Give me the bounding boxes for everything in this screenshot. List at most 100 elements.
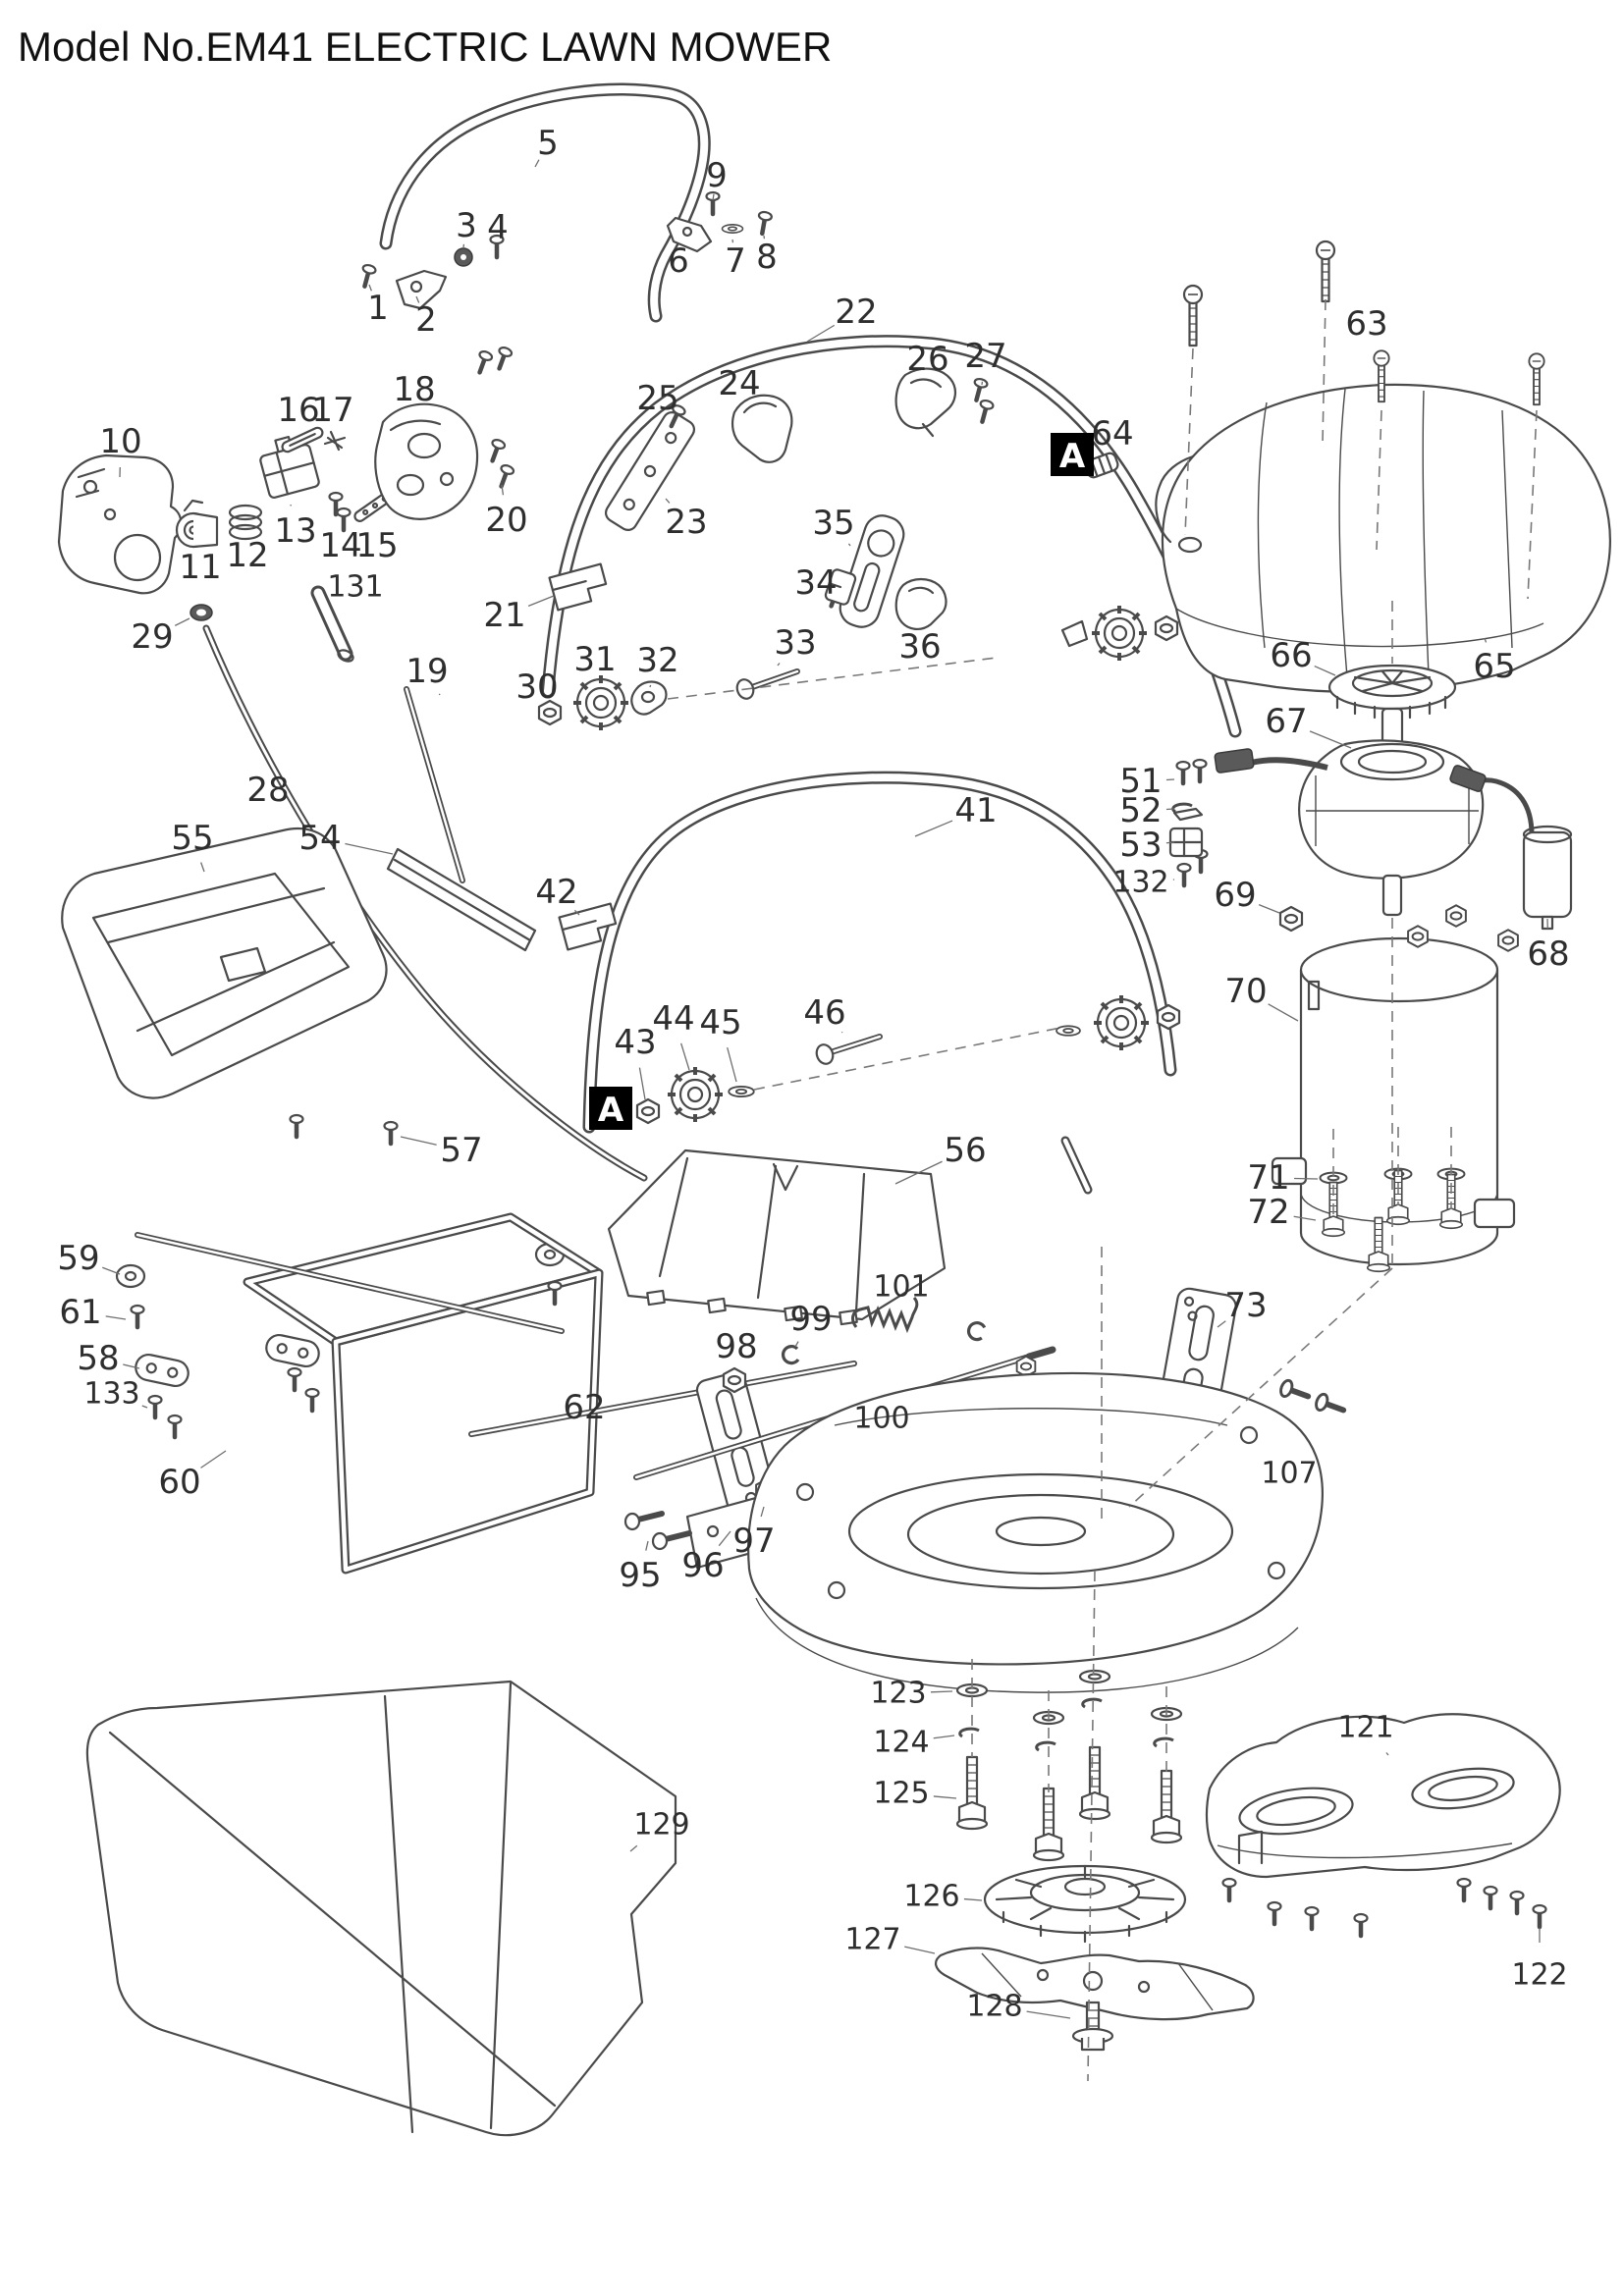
leader-line-23: [665, 498, 671, 504]
leader-line-59: [102, 1266, 121, 1275]
frame-rod: [468, 1361, 857, 1437]
blade: [935, 1947, 1255, 2021]
knob-set-right-lower: [1056, 993, 1181, 1195]
part-label-68: 68: [1527, 934, 1569, 974]
leader-line-69: [1258, 904, 1280, 914]
leader-line-72: [1293, 1215, 1317, 1221]
part-label-29: 29: [131, 617, 173, 657]
leader-line-70: [1268, 1003, 1299, 1022]
part-label-7: 7: [725, 241, 746, 281]
part-label-55: 55: [171, 819, 213, 858]
part-label-15: 15: [355, 526, 398, 565]
mower-deck: [747, 1371, 1324, 1693]
part-label-70: 70: [1224, 972, 1267, 1011]
link-rod: [404, 686, 465, 883]
part-label-53: 53: [1119, 826, 1162, 865]
part-label-100: 100: [853, 1402, 909, 1436]
leader-line-2: [415, 295, 420, 303]
part-label-45: 45: [699, 1003, 741, 1042]
leader-line-53: [1165, 841, 1175, 844]
part-label-60: 60: [158, 1463, 200, 1502]
part-label-24: 24: [718, 364, 760, 403]
part-label-28: 28: [246, 771, 289, 810]
leader-line-57: [400, 1136, 437, 1146]
part-label-41: 41: [954, 791, 997, 830]
leader-line-54: [345, 842, 394, 855]
hinge-plate-a: [132, 1351, 192, 1390]
leader-line-5: [534, 159, 540, 168]
part-label-96: 96: [681, 1546, 724, 1585]
part-label-11: 11: [179, 548, 221, 587]
leader-line-133: [141, 1405, 148, 1409]
part-label-2: 2: [415, 300, 437, 340]
cable-bushing: [175, 499, 219, 549]
part-label-69: 69: [1214, 876, 1256, 915]
leader-line-126: [963, 1897, 983, 1901]
part-label-57: 57: [440, 1131, 482, 1170]
part-label-13: 13: [274, 511, 316, 551]
part-label-3: 3: [456, 206, 477, 245]
leader-line-127: [904, 1946, 936, 1954]
part-label-61: 61: [59, 1293, 101, 1332]
handle-knob: [571, 673, 630, 732]
rear-skirt-cover: [1205, 1713, 1561, 1879]
leader-line-46: [840, 1031, 843, 1034]
upper-handle-bar: [379, 82, 711, 323]
part-label-20: 20: [485, 501, 527, 540]
flap-spring: [851, 1297, 919, 1334]
hardware-52-53: [1168, 802, 1204, 858]
leader-line-45: [727, 1046, 737, 1083]
knob-set-right-upper: [1060, 604, 1179, 663]
leader-line-73: [1217, 1320, 1226, 1328]
rod-nut: [722, 1366, 747, 1394]
part-label-129: 129: [633, 1808, 689, 1842]
part-label-42: 42: [535, 873, 577, 912]
cable-guide-clamp: [894, 367, 956, 438]
leader-line-60: [200, 1450, 227, 1468]
part-label-126: 126: [903, 1880, 959, 1914]
part-label-33: 33: [774, 623, 816, 663]
part-label-133: 133: [83, 1377, 139, 1412]
handle-clip: [548, 562, 608, 612]
lever-plate: [281, 426, 324, 454]
part-label-101: 101: [873, 1270, 929, 1305]
part-label-46: 46: [803, 993, 845, 1033]
leader-line-32: [649, 684, 652, 688]
part-label-25: 25: [636, 379, 678, 418]
part-label-8: 8: [756, 238, 778, 277]
lower-handle-bar: [582, 771, 1177, 1134]
part-label-6: 6: [668, 241, 689, 281]
handle-clip-2: [558, 902, 618, 951]
part-label-67: 67: [1265, 702, 1307, 741]
lower-nut: [635, 1097, 661, 1125]
leader-line-128: [1026, 2010, 1071, 2019]
part-label-131: 131: [327, 570, 383, 605]
part-label-54: 54: [298, 819, 341, 858]
leader-line-66: [1314, 665, 1336, 676]
leader-line-96: [718, 1530, 731, 1547]
part-label-125: 125: [873, 1777, 929, 1811]
height-adjust-cover: [61, 827, 388, 1099]
leader-line-124: [933, 1735, 955, 1739]
cover-strip: [386, 847, 537, 952]
lower-knob: [666, 1065, 725, 1124]
part-label-19: 19: [406, 652, 448, 691]
part-label-121: 121: [1337, 1711, 1393, 1745]
part-label-1: 1: [367, 289, 389, 328]
part-label-73: 73: [1224, 1286, 1267, 1325]
part-label-56: 56: [944, 1131, 986, 1170]
key-plate: [839, 514, 905, 628]
part-label-31: 31: [573, 640, 616, 679]
leader-line-55: [200, 862, 205, 873]
lower-washer: [728, 1085, 755, 1098]
part-label-72: 72: [1247, 1193, 1289, 1232]
leader-line-1: [368, 284, 372, 292]
part-label-51: 51: [1119, 762, 1162, 801]
part-label-71: 71: [1247, 1158, 1289, 1198]
leader-line-29: [174, 617, 190, 626]
leader-line-44: [680, 1042, 690, 1071]
rear-flap-cover: [607, 1148, 947, 1326]
leader-lines: [102, 159, 1548, 2019]
handle-lever-clamp: [395, 216, 713, 310]
